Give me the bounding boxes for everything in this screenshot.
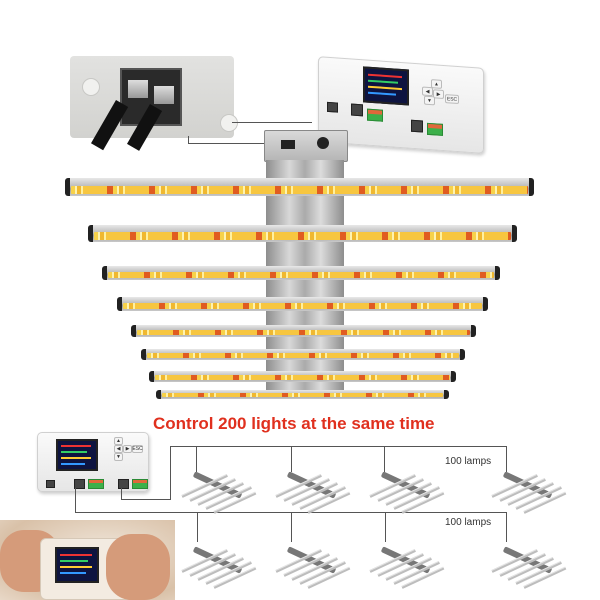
led-bar [88,225,517,242]
rj45-port-icon [281,140,295,149]
connection-line [196,446,197,472]
group-label: 100 lamps [445,517,492,528]
left-button[interactable]: ◀ [422,86,433,97]
left-button[interactable]: ◀ [114,445,123,453]
rj45-port-icon [411,119,423,133]
rj45-port-icon [351,103,363,117]
connection-line [121,488,122,500]
connection-line [291,446,292,472]
callout-line [188,136,189,144]
connection-line [385,512,386,542]
mini-fixture-icon [369,540,450,590]
right-hand [106,534,170,600]
lcd-screen [55,547,99,583]
callout-line [232,122,312,123]
mini-fixture-icon [491,465,572,515]
driver-box [264,130,348,162]
led-bar [149,371,456,382]
lcd-screen [363,66,409,106]
led-bar [102,266,500,280]
power-port-icon [46,480,55,488]
rj45-port-inset [70,56,238,151]
mount-hole-icon [82,78,100,96]
callout-line [188,143,264,144]
group-label: 100 lamps [445,456,492,467]
mini-fixture-icon [181,540,262,590]
lcd-screen [56,439,98,471]
mini-fixture-icon [275,465,356,515]
connection-line [384,446,385,472]
up-button[interactable]: ▲ [114,437,123,445]
led-bar [117,297,488,311]
power-connector-icon [317,137,329,149]
mini-fixture-icon [491,540,572,590]
down-button[interactable]: ▼ [114,453,123,461]
connection-line [291,512,292,542]
right-button[interactable]: ▶ [123,445,132,453]
led-bar [156,390,449,399]
mount-hole-icon [220,114,238,132]
controller-device: ▲ ◀ ▶ ▼ ESC [37,432,149,492]
led-bar [131,325,476,337]
rj45-port-icon [74,479,85,489]
connection-line [506,446,507,472]
terminal-block-icon [427,122,443,136]
connection-line [170,446,507,447]
led-bar [141,349,465,360]
terminal-block-icon [132,479,148,489]
mini-fixture-icon [369,465,450,515]
connection-line [506,512,507,542]
connection-line [197,512,198,542]
power-port-icon [327,101,338,113]
connection-line [170,446,171,500]
down-button[interactable]: ▼ [424,95,435,106]
headline: Control 200 lights at the same time [153,414,435,433]
esc-button[interactable]: ESC [132,445,143,453]
connection-line [121,499,171,500]
led-bar [65,178,534,196]
rj45-port-icon [118,479,129,489]
mini-fixture-icon [181,465,262,515]
mini-fixture-icon [275,540,356,590]
terminal-block-icon [88,479,104,489]
connection-line [75,488,76,513]
handheld-controller-photo [0,520,175,600]
esc-button[interactable]: ESC [445,94,459,105]
terminal-block-icon [367,108,383,122]
